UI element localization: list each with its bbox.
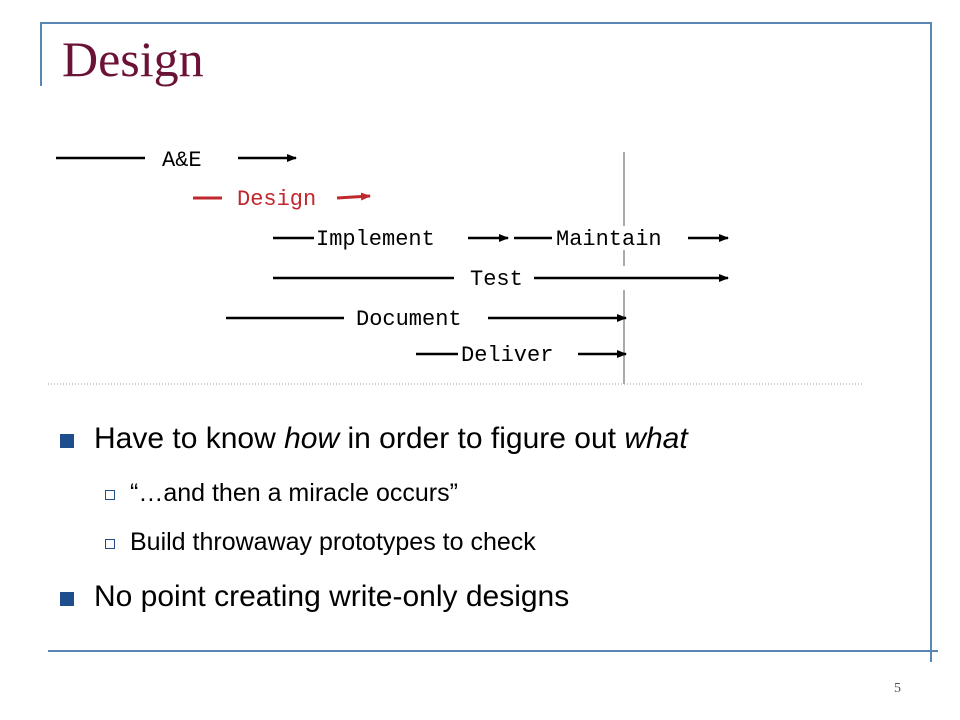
bullet-item: No point creating write-only designs [60, 580, 570, 613]
slide-title: Design [62, 31, 204, 87]
bullet-emphasis-how: how [284, 422, 340, 455]
phase-label-document: Document [356, 307, 462, 332]
bullet-item: Have to know how in order to figure out … [60, 422, 688, 455]
sub-bullet-item: “…and then a miracle occurs” [105, 479, 458, 507]
design-arrow [336, 192, 371, 201]
phase-label-test: Test [470, 267, 523, 292]
phase-label-ae: A&E [162, 148, 202, 173]
sub-bullet-item: Build throwaway prototypes to check [105, 528, 536, 556]
bullet-text-prefix: Have to know [94, 422, 285, 455]
square-bullet-icon [60, 434, 74, 448]
hollow-square-bullet-icon [105, 490, 115, 500]
bullet-emphasis-what: what [624, 422, 688, 455]
phase-label-deliver: Deliver [461, 343, 553, 368]
phase-label-design: Design [237, 187, 316, 212]
sub-bullet-text: “…and then a miracle occurs” [130, 479, 458, 507]
page-number: 5 [894, 681, 901, 696]
bullet-text: No point creating write-only designs [94, 580, 570, 613]
frame-bottom-rule [48, 650, 938, 652]
hollow-square-bullet-icon [105, 539, 115, 549]
sub-bullet-text: Build throwaway prototypes to check [130, 528, 536, 556]
bullet-text-middle: in order to figure out [339, 422, 625, 455]
phase-label-maintain: Maintain [556, 227, 662, 252]
frame-left-rule [40, 22, 42, 86]
frame-right-rule [930, 22, 932, 662]
frame-top-rule [40, 22, 930, 24]
phase-label-implement: Implement [316, 227, 435, 252]
square-bullet-icon [60, 592, 74, 606]
